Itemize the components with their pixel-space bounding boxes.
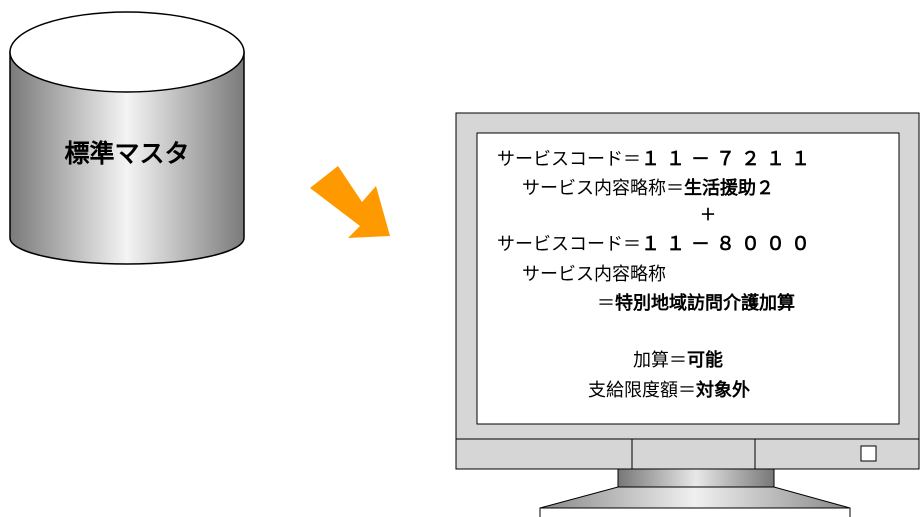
service-code-line-2: サービスコード＝１１－８０００ [497, 235, 816, 254]
power-button-icon [860, 445, 877, 462]
service-name-line-2: ＝特別地域訪問介護加算 [597, 295, 795, 313]
database-cylinder [9, 11, 245, 265]
addition-line: 加算＝可能 [633, 352, 723, 370]
plus-sign: ＋ [700, 205, 717, 224]
monitor-base [539, 486, 851, 509]
service-name-label-2: サービス内容略称 [522, 264, 666, 285]
service-code-label-1: サービスコード＝ [497, 149, 641, 170]
database-label: 標準マスタ [64, 139, 190, 168]
service-code-value-2: １１－８０００ [641, 233, 817, 255]
monitor-neck [617, 468, 775, 488]
service-name-value-2: 特別地域訪問介護加算 [615, 293, 795, 314]
service-code-value-1: １１－７２１１ [641, 148, 817, 170]
arrow-icon [310, 166, 390, 238]
service-name-eq-2: ＝ [597, 293, 615, 314]
service-name-line-1: サービス内容略称＝生活援助２ [522, 180, 774, 198]
service-name-value-1: 生活援助２ [684, 178, 774, 199]
service-name-label-line-2: サービス内容略称 [522, 266, 666, 284]
cylinder-top [9, 11, 245, 93]
addition-value: 可能 [687, 350, 723, 371]
limit-line: 支給限度額＝対象外 [588, 382, 750, 400]
monitor-base-front [539, 507, 851, 517]
service-code-label-2: サービスコード＝ [497, 234, 641, 255]
addition-label: 加算＝ [633, 350, 687, 371]
cylinder-body [9, 51, 245, 265]
limit-value: 対象外 [696, 380, 750, 401]
service-code-line-1: サービスコード＝１１－７２１１ [497, 150, 816, 169]
limit-label: 支給限度額＝ [588, 380, 696, 401]
monitor-screen [476, 132, 900, 425]
service-name-label-1: サービス内容略称＝ [522, 178, 684, 199]
monitor-bottom-panel [455, 438, 920, 470]
